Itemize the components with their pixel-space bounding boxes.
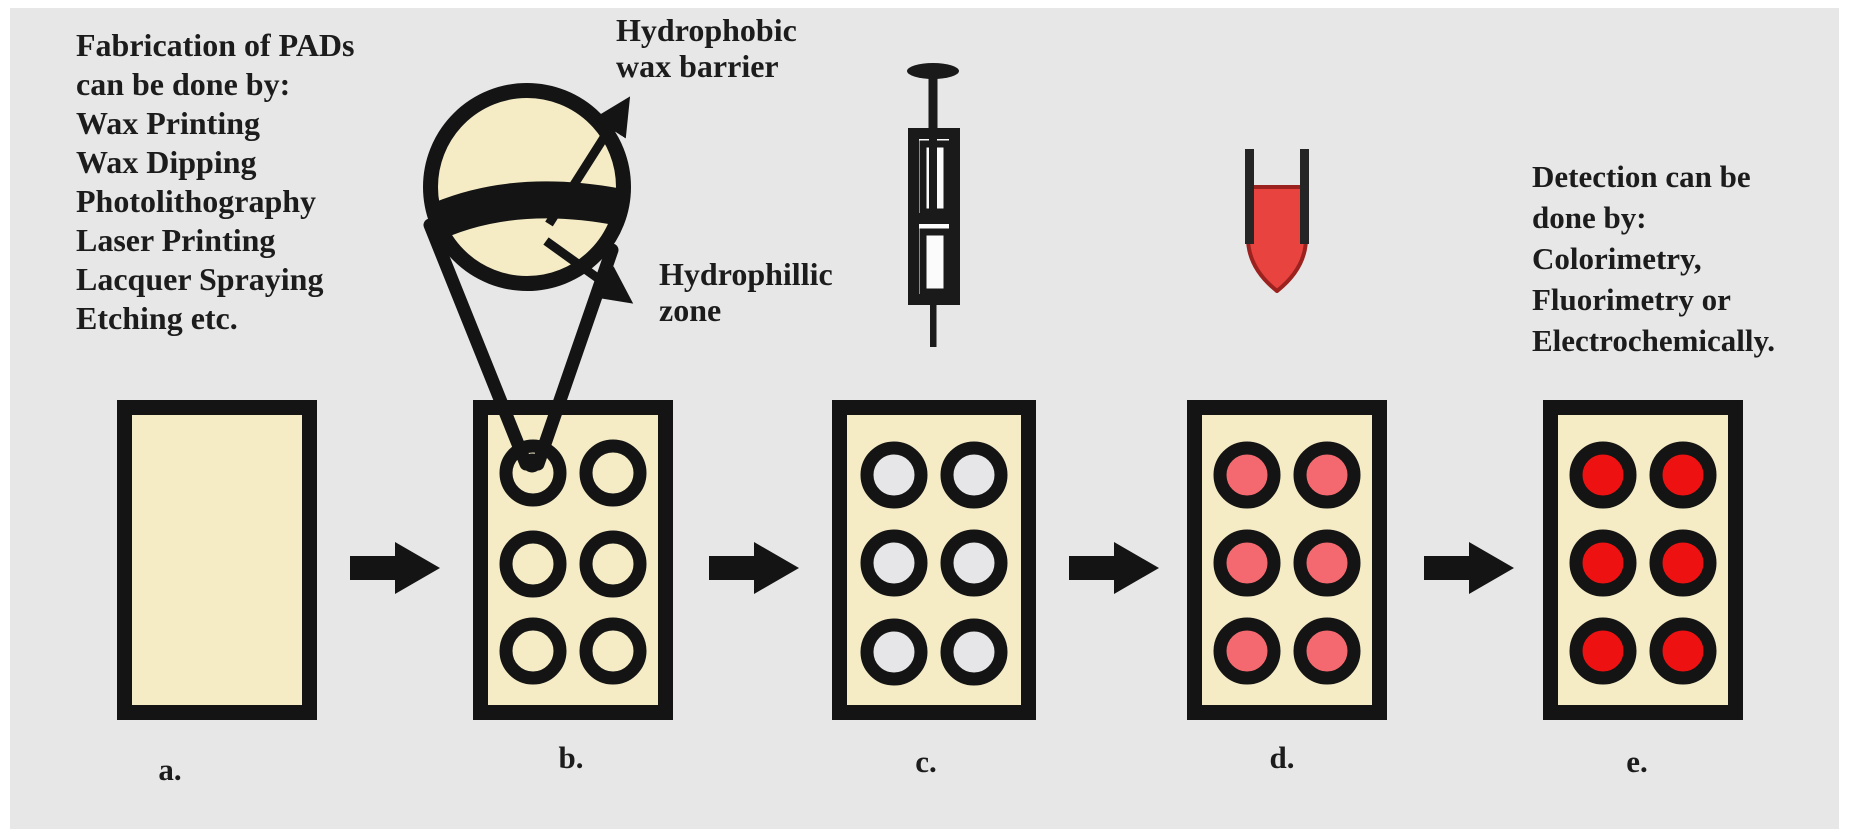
magnifier-icon <box>423 83 634 473</box>
fabrication-note: Fabrication of PADs can be done by: Wax … <box>76 26 354 338</box>
note-line: Laser Printing <box>76 222 276 258</box>
hydrophobic-label: Hydrophobic wax barrier <box>616 12 797 84</box>
note-line: Photolithography <box>76 183 317 219</box>
detection-note: Detection can be done by: Colorimetry, F… <box>1532 156 1775 361</box>
note-line: Electrochemically. <box>1532 323 1776 358</box>
note-line: can be done by: <box>76 66 291 102</box>
note-line: Wax Printing <box>76 105 261 141</box>
tube-liquid <box>1246 185 1308 293</box>
note-line: done by: <box>1532 200 1647 235</box>
note-line: Detection can be <box>1532 159 1751 194</box>
pad-d-spots <box>1213 441 1361 685</box>
flow-arrow-a-b <box>350 542 440 594</box>
pad-b-spots <box>499 439 647 685</box>
pad-c-spots <box>860 441 1008 686</box>
flow-arrow-b-c <box>709 542 799 594</box>
note-line: Fabrication of PADs <box>76 27 355 63</box>
stage-label-b: b. <box>558 740 584 775</box>
hydrophillic-label-line1: Hydrophillic <box>659 256 833 292</box>
hydrophillic-label: Hydrophillic zone <box>659 256 833 328</box>
note-line: Colorimetry, <box>1532 241 1702 276</box>
syringe-icon <box>907 63 960 347</box>
note-line: Etching etc. <box>76 300 238 336</box>
stage-label-c: c. <box>915 744 937 779</box>
note-line: Lacquer Spraying <box>76 261 324 297</box>
annotation-arrow-hydrophobic <box>545 96 631 227</box>
stage-label-e: e. <box>1626 744 1648 779</box>
note-line: Wax Dipping <box>76 144 257 180</box>
pad-e-spots <box>1569 441 1717 685</box>
tube-wall-left <box>1245 149 1254 244</box>
hydrophillic-label-line2: zone <box>659 292 722 328</box>
flow-arrow-d-e <box>1424 542 1514 594</box>
stage-label-a: a. <box>158 752 182 787</box>
pad-a-paper <box>117 400 317 720</box>
cone-focus-dot <box>522 453 542 473</box>
tube-wall-right <box>1300 149 1309 244</box>
hydrophobic-label-line1: Hydrophobic <box>616 12 797 48</box>
stage-label-d: d. <box>1269 740 1295 775</box>
sample-tube-icon <box>1245 149 1309 293</box>
note-line: Fluorimetry or <box>1532 282 1731 317</box>
annotation-arrow-hydrophillic <box>543 237 634 304</box>
wax-band <box>435 181 619 245</box>
hydrophobic-label-line2: wax barrier <box>616 48 779 84</box>
flow-arrow-c-d <box>1069 542 1159 594</box>
flow-arrows <box>350 542 1514 594</box>
